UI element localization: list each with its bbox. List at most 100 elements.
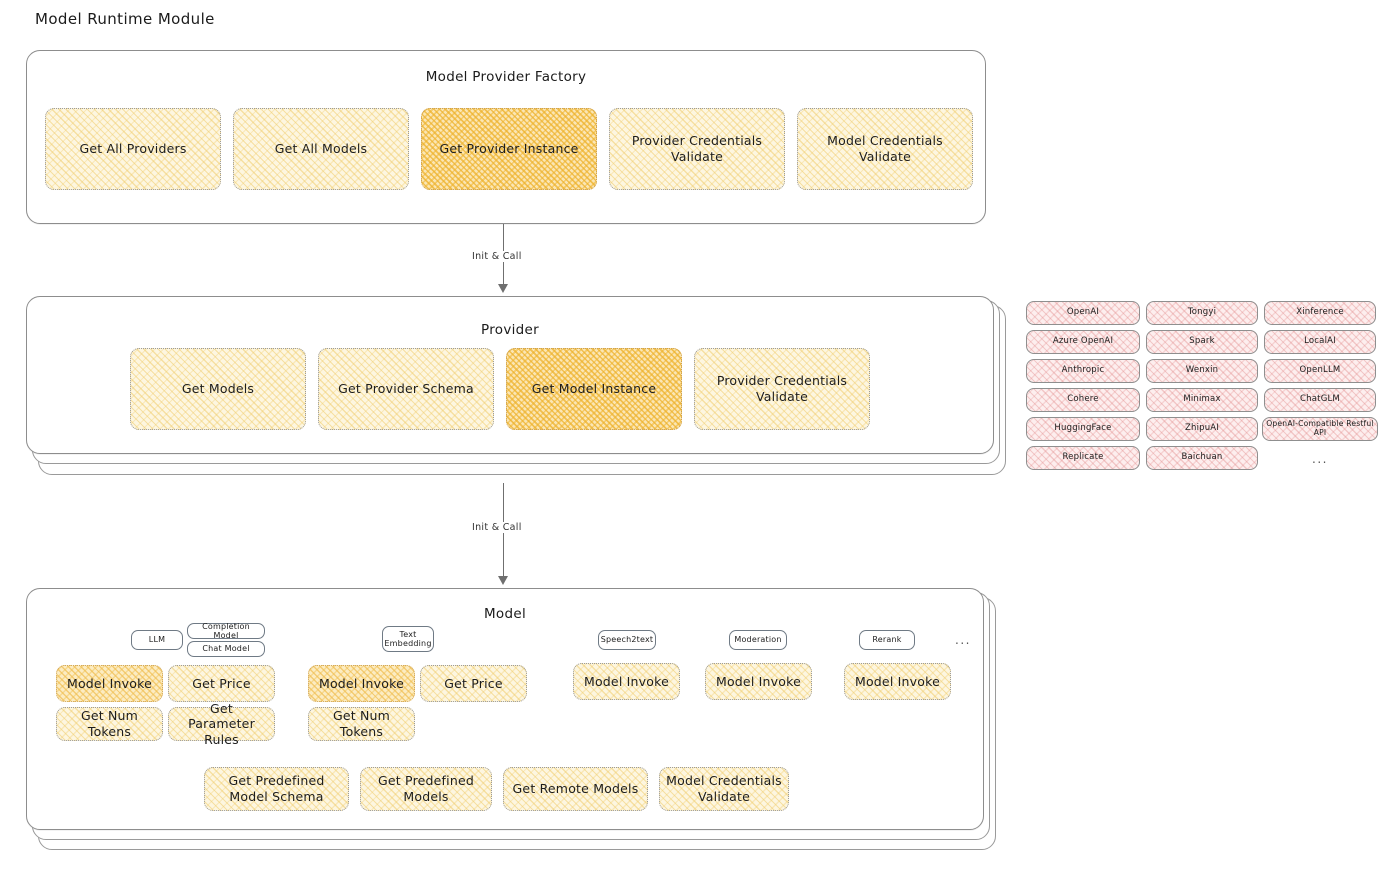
model-type-label: Text Embedding <box>384 629 432 648</box>
factory-item-label: Get All Providers <box>79 141 187 157</box>
provider-chip-label: OpenAI <box>1066 307 1100 318</box>
model-shared-model-credentials-validate[interactable]: Model Credentials Validate <box>659 767 789 811</box>
provider-chip-openai-compatible-restful-api[interactable]: OpenAI-Compatible Restful API <box>1262 417 1378 441</box>
model-subtype-badge-completion-model[interactable]: Completion Model <box>187 621 265 640</box>
provider-chip-openai[interactable]: OpenAI <box>1026 301 1140 325</box>
provider-chip-chatglm[interactable]: ChatGLM <box>1264 388 1376 412</box>
model-provider-factory-panel: Model Provider Factory Get All Providers… <box>26 50 986 224</box>
method-label: Get Parameter Rules <box>188 700 255 747</box>
method-label: Get Remote Models <box>512 781 639 797</box>
provider-chip-label: OpenAI-Compatible Restful API <box>1266 419 1374 437</box>
model-shared-get-predefined-model-schema[interactable]: Get Predefined Model Schema <box>204 767 349 811</box>
model-provider-factory-title: Model Provider Factory <box>425 69 587 85</box>
model-shared-get-predefined-models[interactable]: Get Predefined Models <box>360 767 492 811</box>
provider-panel: Provider Get Models Get Provider Schema … <box>26 296 994 454</box>
method-label: Get Predefined Model Schema <box>228 773 325 804</box>
provider-chip-label: Baichuan <box>1181 452 1223 463</box>
method-label: Get Price <box>192 675 251 691</box>
moderation-method-model-invoke[interactable]: Model Invoke <box>705 663 812 700</box>
provider-item-label: Get Provider Schema <box>338 381 474 397</box>
provider-chip-spark[interactable]: Spark <box>1146 330 1258 354</box>
text-embedding-method-model-invoke[interactable]: Model Invoke <box>308 665 415 702</box>
provider-chip-label: LocalAI <box>1304 336 1336 347</box>
model-type-badge-text-embedding[interactable]: Text Embedding <box>382 626 434 652</box>
provider-chip-minimax[interactable]: Minimax <box>1146 388 1258 412</box>
arrow-factory-to-provider-head <box>498 284 508 293</box>
provider-chip-openllm[interactable]: OpenLLM <box>1264 359 1376 383</box>
provider-chip-label: Minimax <box>1183 394 1221 405</box>
model-type-label: Moderation <box>734 635 782 645</box>
provider-item-label: Provider Credentials Validate <box>716 373 848 404</box>
factory-item-provider-credentials-validate[interactable]: Provider Credentials Validate <box>609 108 785 190</box>
provider-chip-label: HuggingFace <box>1054 423 1112 434</box>
llm-method-get-parameter-rules[interactable]: Get Parameter Rules <box>168 701 275 747</box>
text-embedding-method-get-price[interactable]: Get Price <box>420 665 527 702</box>
factory-item-get-all-models[interactable]: Get All Models <box>233 108 409 190</box>
provider-chip-label: Xinference <box>1296 307 1344 318</box>
provider-chip-xinference[interactable]: Xinference <box>1264 301 1376 325</box>
llm-method-get-price[interactable]: Get Price <box>168 665 275 702</box>
provider-chip-label: Spark <box>1189 336 1215 347</box>
factory-item-get-provider-instance[interactable]: Get Provider Instance <box>421 108 597 190</box>
model-subtype-label: Chat Model <box>202 644 250 654</box>
llm-method-get-num-tokens[interactable]: Get Num Tokens <box>56 707 163 741</box>
provider-title: Provider <box>481 322 539 338</box>
provider-item-provider-credentials-validate[interactable]: Provider Credentials Validate <box>694 348 870 430</box>
model-type-badge-moderation[interactable]: Moderation <box>729 630 787 650</box>
model-shared-get-remote-models[interactable]: Get Remote Models <box>503 767 648 811</box>
model-panel: Model LLM Completion Model Chat Model Mo… <box>26 588 984 830</box>
method-label: Model Invoke <box>715 673 802 689</box>
provider-chip-cohere[interactable]: Cohere <box>1026 388 1140 412</box>
provider-chip-baichuan[interactable]: Baichuan <box>1146 446 1258 470</box>
provider-chip-label: ChatGLM <box>1300 394 1340 405</box>
model-types-more: ... <box>955 633 971 647</box>
model-type-badge-llm[interactable]: LLM <box>131 630 183 650</box>
model-type-label: Speech2text <box>600 635 654 645</box>
provider-item-label: Get Models <box>181 381 255 397</box>
provider-item-get-model-instance[interactable]: Get Model Instance <box>506 348 682 430</box>
model-title: Model <box>483 606 527 622</box>
factory-item-get-all-providers[interactable]: Get All Providers <box>45 108 221 190</box>
speech2text-method-model-invoke[interactable]: Model Invoke <box>573 663 680 700</box>
model-subtype-label: Completion Model <box>202 621 250 640</box>
arrow-factory-to-provider-label: Init & Call <box>468 251 526 262</box>
provider-item-get-provider-schema[interactable]: Get Provider Schema <box>318 348 494 430</box>
factory-item-label: Model Credentials Validate <box>827 133 943 164</box>
provider-chip-localai[interactable]: LocalAI <box>1264 330 1376 354</box>
text-embedding-method-get-num-tokens[interactable]: Get Num Tokens <box>308 707 415 741</box>
method-label: Model Invoke <box>583 673 670 689</box>
provider-chip-zhipuai[interactable]: ZhipuAI <box>1146 417 1258 441</box>
provider-chip-azure-openai[interactable]: Azure OpenAI <box>1026 330 1140 354</box>
method-label: Get Num Tokens <box>80 708 139 739</box>
model-type-label: LLM <box>148 635 166 645</box>
factory-item-model-credentials-validate[interactable]: Model Credentials Validate <box>797 108 973 190</box>
provider-chip-label: Cohere <box>1067 394 1099 405</box>
rerank-method-model-invoke[interactable]: Model Invoke <box>844 663 951 700</box>
provider-chip-label: ZhipuAI <box>1184 423 1220 434</box>
method-label: Model Credentials Validate <box>666 773 782 804</box>
method-label: Model Invoke <box>854 673 941 689</box>
provider-chip-more: ... <box>1312 452 1328 466</box>
provider-chip-label: Wenxin <box>1185 365 1219 376</box>
method-label: Model Invoke <box>318 675 405 691</box>
provider-chip-tongyi[interactable]: Tongyi <box>1146 301 1258 325</box>
model-subtype-badge-chat-model[interactable]: Chat Model <box>187 641 265 657</box>
provider-item-get-models[interactable]: Get Models <box>130 348 306 430</box>
arrow-provider-to-model-label: Init & Call <box>468 522 526 533</box>
provider-chip-replicate[interactable]: Replicate <box>1026 446 1140 470</box>
method-label: Model Invoke <box>66 675 153 691</box>
provider-chip-label: Azure OpenAI <box>1052 336 1114 347</box>
factory-item-label: Get Provider Instance <box>439 141 579 157</box>
factory-item-label: Get All Models <box>274 141 368 157</box>
model-type-label: Rerank <box>872 635 902 645</box>
arrow-provider-to-model-head <box>498 576 508 585</box>
provider-chip-huggingface[interactable]: HuggingFace <box>1026 417 1140 441</box>
provider-chip-anthropic[interactable]: Anthropic <box>1026 359 1140 383</box>
factory-item-label: Provider Credentials Validate <box>631 133 763 164</box>
model-type-badge-rerank[interactable]: Rerank <box>859 630 915 650</box>
llm-method-model-invoke[interactable]: Model Invoke <box>56 665 163 702</box>
model-type-badge-speech2text[interactable]: Speech2text <box>598 630 656 650</box>
provider-chip-label: Tongyi <box>1187 307 1217 318</box>
method-label: Get Num Tokens <box>332 708 391 739</box>
provider-chip-wenxin[interactable]: Wenxin <box>1146 359 1258 383</box>
